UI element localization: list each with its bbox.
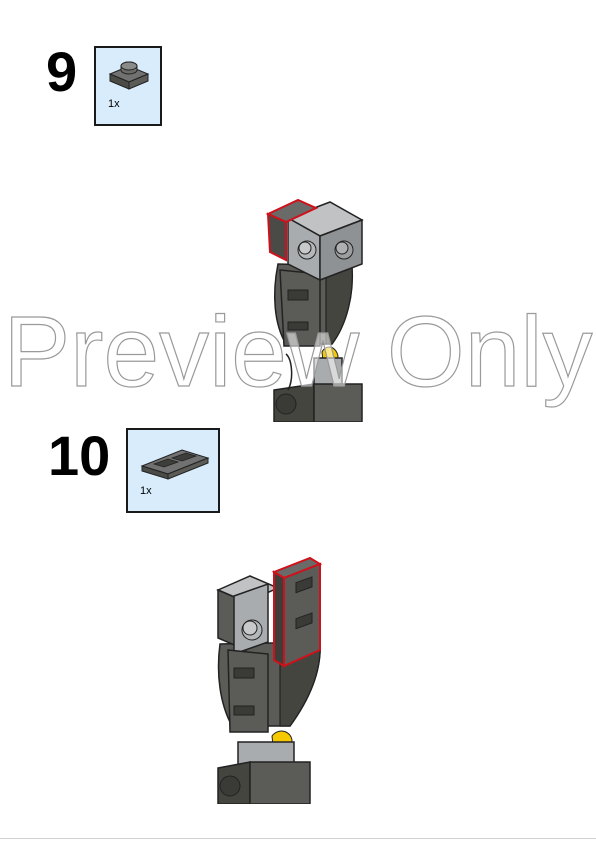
- tile-grille-icon: [140, 449, 210, 480]
- plate-1x1-icon: [108, 61, 150, 90]
- parts-callout-step-9: 1x: [94, 46, 162, 126]
- part-quantity: 1x: [140, 485, 152, 497]
- step-number-9: 9: [46, 40, 78, 103]
- step-number-10: 10: [48, 424, 111, 487]
- watermark-text: Preview Only: [3, 298, 592, 408]
- preview-watermark: Preview Only: [3, 298, 593, 408]
- part-quantity: 1x: [108, 98, 120, 110]
- model-step-10: [216, 556, 323, 804]
- parts-callout-step-10: 1x: [126, 428, 220, 513]
- page-bottom-rule: [0, 838, 596, 839]
- model-step-9: [265, 198, 364, 422]
